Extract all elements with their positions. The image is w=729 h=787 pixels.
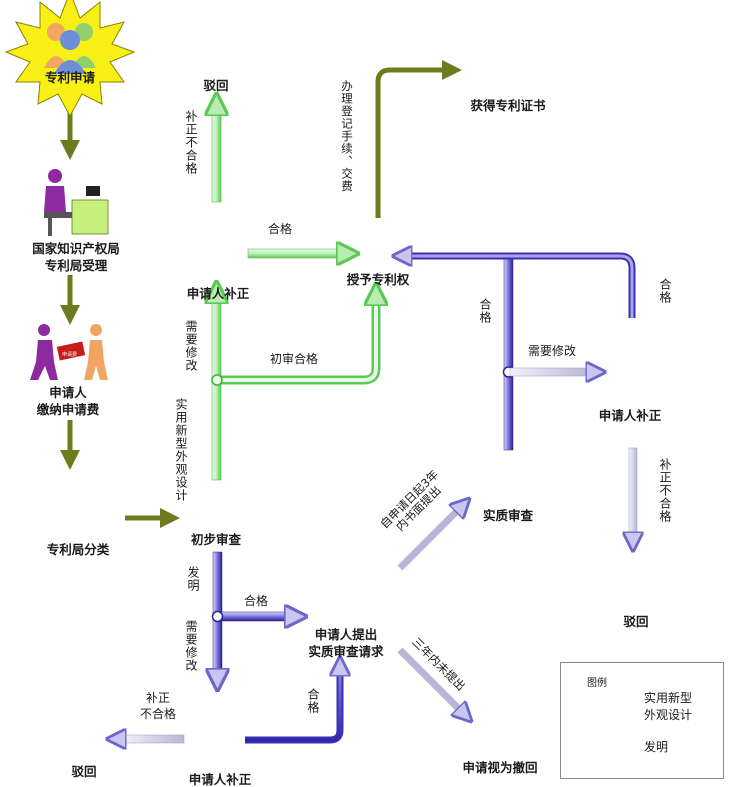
edge-pass-3: 合格 xyxy=(658,278,672,304)
edge-fix-not-ok-top: 补正不合格 xyxy=(184,110,198,175)
edge-invention: 发明 xyxy=(186,566,200,592)
edge-fix-not-ok-right: 补正不合格 xyxy=(658,458,672,523)
certificate-text: 国家知识产权局 xyxy=(480,62,523,69)
substantive-label: 实质审查 xyxy=(482,508,534,523)
legend-blue-label: 发明 xyxy=(644,740,669,754)
request-label: 申请人提出 实质审查请求 xyxy=(308,627,384,659)
green-tubes xyxy=(212,104,376,481)
olive-arrows xyxy=(60,60,462,528)
legend-title: 图例 xyxy=(587,678,607,689)
prelim-label: 初步审查 xyxy=(190,532,242,547)
withdrawn-label: 申请视为撤回 xyxy=(462,760,538,775)
fee-payment-icon xyxy=(30,324,108,380)
edge-register: 办理登记手续、交费 xyxy=(340,80,354,193)
certificate-label: 获得专利证书 xyxy=(470,98,546,113)
office-desk-icon xyxy=(44,169,109,236)
edge-pass-2: 合格 xyxy=(478,298,492,324)
applicant-fix-1-label: 申请人补正 xyxy=(186,286,250,301)
applicant-fix-3-label: 申请人补正 xyxy=(188,772,252,787)
reject-right-label: 驳回 xyxy=(623,614,649,629)
edge-need-fix-2: 需要修改 xyxy=(528,344,577,358)
grant-label: 授予专利权 xyxy=(346,272,410,287)
edge-pass-4: 合格 xyxy=(244,594,269,608)
start-starburst xyxy=(4,0,136,118)
edge-pass-1: 合格 xyxy=(268,222,293,236)
edge-prelim-pass: 初审合格 xyxy=(270,352,319,366)
start-label: 专利申请 xyxy=(44,70,96,85)
edge-need-fix-3: 需要修改 xyxy=(184,620,198,672)
edge-need-fix-1: 需要修改 xyxy=(184,320,198,372)
edge-fix-not-ok-bottom: 补正 不合格 xyxy=(139,691,177,721)
classify-label: 专利局分类 xyxy=(46,542,110,557)
legend-green-label: 实用新型 外观设计 xyxy=(644,691,693,722)
reject-top-label: 驳回 xyxy=(203,78,229,93)
edge-pass-5: 合格 xyxy=(306,688,320,714)
people-icon xyxy=(47,23,65,41)
blue-tubes xyxy=(116,256,637,743)
fee-ticket-text: 申请费 xyxy=(62,352,78,358)
fee-label: 申请人 缴纳申请费 xyxy=(36,385,100,417)
reject-bottom-label: 驳回 xyxy=(71,764,97,779)
edge-utility-design: 实用新型外观设计 xyxy=(174,398,188,502)
applicant-fix-2-label: 申请人补正 xyxy=(598,408,662,423)
legend-box xyxy=(560,662,724,779)
office-accept-label: 国家知识产权局 专利局受理 xyxy=(32,241,120,273)
